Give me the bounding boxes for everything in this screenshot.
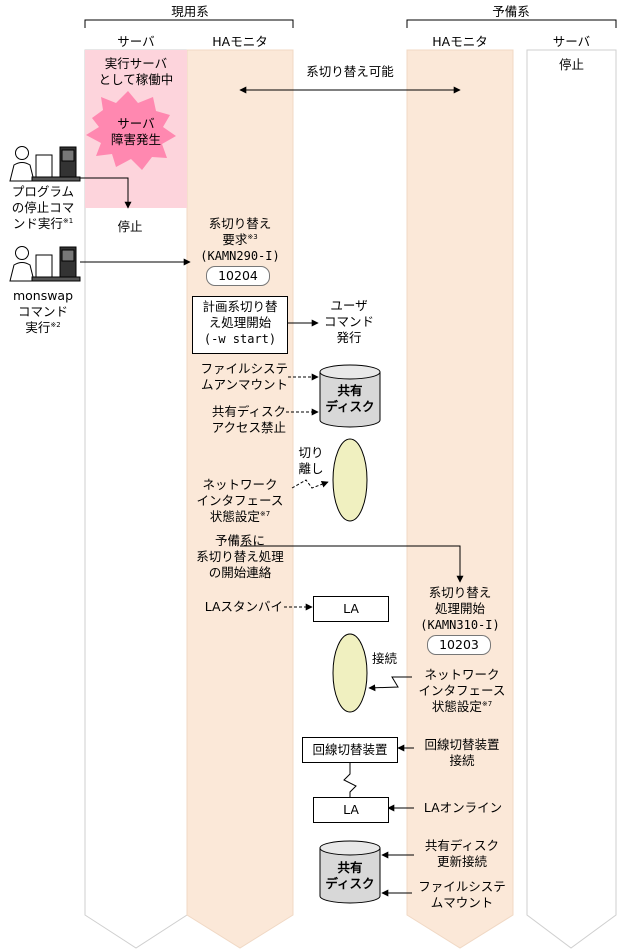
active-group-bracket [84, 19, 294, 28]
running-label: 実行サーバとして稼働中 [98, 56, 174, 87]
active-group-label: 現用系 [171, 4, 209, 19]
message-code-badge: 10203 [427, 635, 491, 655]
connect-label: 接続 [372, 651, 398, 666]
line-switch-link [343, 762, 357, 798]
detach-arrow [291, 479, 329, 489]
shared-disk-icon [319, 364, 381, 428]
standby-group-label: 予備系 [492, 4, 530, 19]
notify-arrow [240, 545, 464, 583]
standby-ha-header: HAモニタ [432, 34, 488, 49]
message-code-badge: 10204 [206, 266, 270, 286]
program-stop-arrow [80, 177, 132, 209]
active-ha-header: HAモニタ [212, 34, 268, 49]
standby-server-stop: 停止 [558, 57, 584, 72]
shared-disk-label: 共有ディスク [325, 383, 375, 414]
standby-ha-column [406, 49, 514, 949]
line-switch-connect-text: 回線切替装置接続 [424, 737, 500, 768]
network-interface-ellipse [332, 633, 368, 713]
shared-disk-icon [319, 840, 381, 904]
failure-label: サーバ障害発生 [110, 116, 161, 147]
program-stop-text: プログラムの停止コマンド実行※1 [11, 184, 75, 231]
notify-text: 予備系に系切り替え処理の開始連絡 [196, 533, 284, 580]
la-box: LA [313, 596, 389, 622]
network-interface-ellipse [332, 438, 368, 522]
la-online-text: LAオンライン [423, 800, 503, 815]
line-switch-box: 回線切替装置 [302, 737, 398, 763]
switchable-label: 系切り替え可能 [306, 64, 394, 79]
active-server-stop: 停止 [117, 219, 143, 234]
active-server-header: サーバ [117, 34, 155, 49]
network-setting-text: ネットワークインタフェース状態設定※7 [196, 477, 284, 524]
unmount-text: ファイルシステムアンマウント [200, 361, 288, 392]
standby-group-bracket [406, 19, 617, 28]
user-terminal-icon [9, 246, 81, 282]
access-deny-text: 共有ディスクアクセス禁止 [211, 404, 286, 435]
update-connect-text: 共有ディスク更新接続 [424, 838, 500, 869]
la-standby-text: LAスタンバイ [204, 599, 283, 614]
planned-switch-box: 計画系切り替え処理開始(-w start) [192, 296, 288, 354]
standby-server-header: サーバ [552, 34, 591, 49]
detach-label: 切り離し [298, 445, 324, 476]
user-command-text: ユーザコマンド発行 [323, 298, 374, 345]
switch-start-text: 系切り替え処理開始(KAMN310-I) [420, 585, 500, 632]
mount-text: ファイルシステムマウント [418, 879, 506, 910]
network-setting-standby-text: ネットワークインタフェース状態設定※7 [418, 667, 506, 714]
la-box: LA [313, 797, 389, 823]
failure-burst [86, 91, 176, 170]
standby-server-column [526, 49, 617, 949]
connect-arrow [368, 676, 412, 692]
user-terminal-icon [9, 146, 81, 182]
shared-disk-label: 共有ディスク [325, 860, 375, 891]
switch-request-text: 系切り替え要求※3(KAMN290-I) [200, 216, 280, 263]
